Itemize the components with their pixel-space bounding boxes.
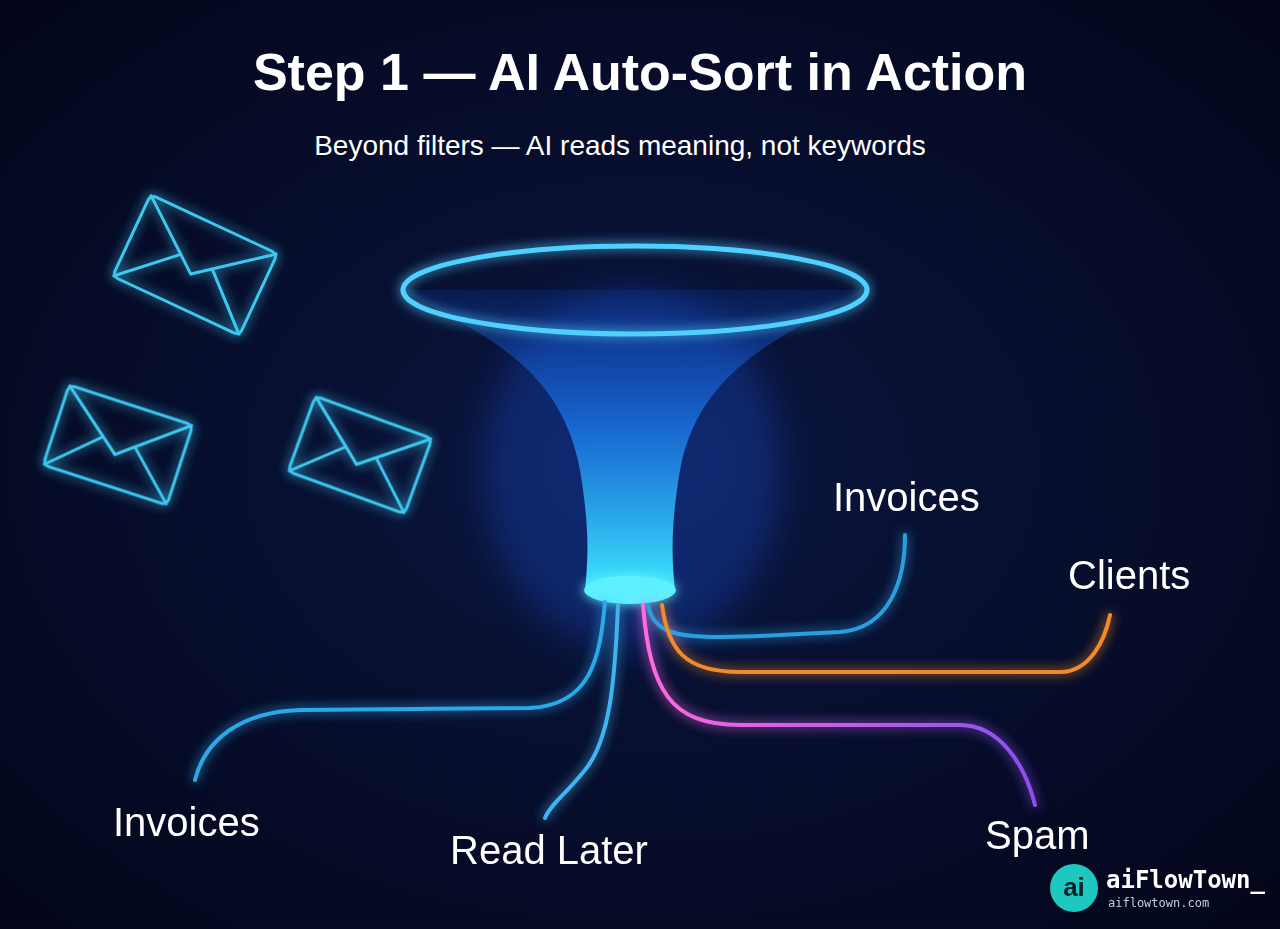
category-label: Invoices: [113, 800, 260, 845]
category-label: Spam: [985, 813, 1090, 858]
category-label: Read Later: [450, 828, 648, 873]
category-label: Invoices: [833, 475, 980, 520]
envelope-icons: [43, 195, 432, 514]
logo-mark: ai: [1063, 872, 1085, 903]
logo-circle: [1050, 864, 1098, 912]
title: Step 1 — AI Auto-Sort in Action: [253, 42, 1027, 102]
funnel-rim: [403, 246, 867, 334]
subtitle: Beyond filters — AI reads meaning, not k…: [314, 130, 926, 162]
brand-url: aiflowtown.com: [1108, 896, 1209, 910]
brand-name: aiFlowTown_: [1106, 866, 1265, 894]
category-label: Clients: [1068, 553, 1190, 598]
funnel-spout: [584, 576, 676, 604]
output-streams: [195, 535, 1110, 818]
